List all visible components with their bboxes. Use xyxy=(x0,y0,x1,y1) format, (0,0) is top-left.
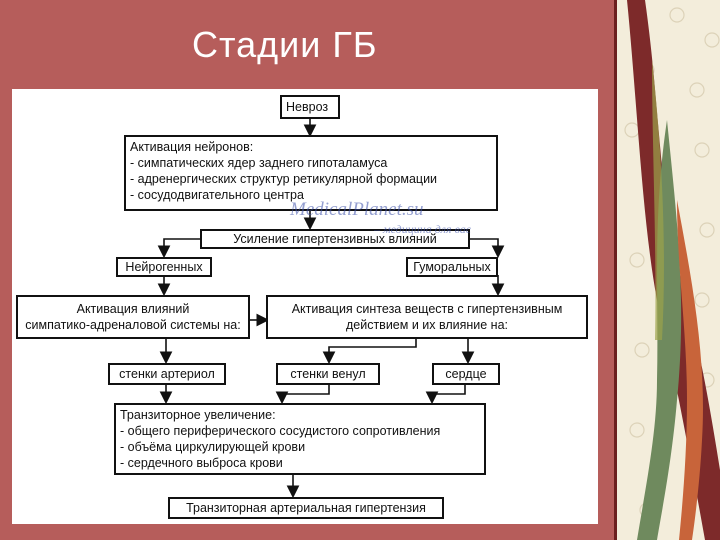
node-neurogenic-label: Нейрогенных xyxy=(125,260,202,274)
decorative-pattern xyxy=(617,0,720,540)
node-venules: стенки венул xyxy=(276,363,380,385)
arrow-usilenie-to-neurogenic xyxy=(164,239,200,255)
arrow-venules-to-increase xyxy=(282,384,329,401)
node-nevroz-label: Невроз xyxy=(286,100,328,114)
activation-item: - симпатических ядер заднего гипоталамус… xyxy=(130,155,492,171)
node-sympathoadrenal-activation: Активация влияний симпатико-адреналовой … xyxy=(16,295,250,339)
arrow-usilenie-to-humoral xyxy=(470,239,498,255)
watermark-tagline: – медицина для вас xyxy=(374,222,471,237)
synthesis-line: Активация синтеза веществ с гипертензивн… xyxy=(272,301,582,317)
flowchart: Невроз Активация нейронов: - симпатическ… xyxy=(12,89,598,524)
symp-line: симпатико-адреналовой системы на: xyxy=(22,317,244,333)
node-arterioles-label: стенки артериол xyxy=(119,367,215,381)
node-heart: сердце xyxy=(432,363,500,385)
watermark-brand: MedicalPlanet.su xyxy=(290,199,424,221)
node-transient-hypertension: Транзиторная артериальная гипертензия xyxy=(168,497,444,519)
node-synthesis-activation: Активация синтеза веществ с гипертензивн… xyxy=(266,295,588,339)
symp-line: Активация влияний xyxy=(22,301,244,317)
node-nevroz: Невроз xyxy=(280,95,340,119)
synthesis-line: действием и их влияние на: xyxy=(272,317,582,333)
node-heart-label: сердце xyxy=(445,367,486,381)
node-neurogenic: Нейрогенных xyxy=(116,257,212,277)
arrow-heart-to-increase xyxy=(432,384,465,401)
node-result-label: Транзиторная артериальная гипертензия xyxy=(186,501,426,515)
node-venules-label: стенки венул xyxy=(290,367,365,381)
activation-title: Активация нейронов: xyxy=(130,139,492,155)
node-arterioles: стенки артериол xyxy=(108,363,226,385)
increase-item: - общего периферического сосудистого соп… xyxy=(120,423,480,439)
increase-title: Транзиторное увеличение: xyxy=(120,407,480,423)
node-humoral-label: Гуморальных xyxy=(413,260,490,274)
increase-item: - сердечного выброса крови xyxy=(120,455,480,471)
slide-title: Стадии ГБ xyxy=(192,24,377,66)
node-transient-increase: Транзиторное увеличение: - общего перифе… xyxy=(114,403,486,475)
decorative-side-panel xyxy=(617,0,720,540)
node-humoral: Гуморальных xyxy=(406,257,498,277)
activation-item: - адренергических структур ретикулярной … xyxy=(130,171,492,187)
increase-item: - объёма циркулирующей крови xyxy=(120,439,480,455)
arrow-synthesis-to-venules xyxy=(329,338,416,361)
